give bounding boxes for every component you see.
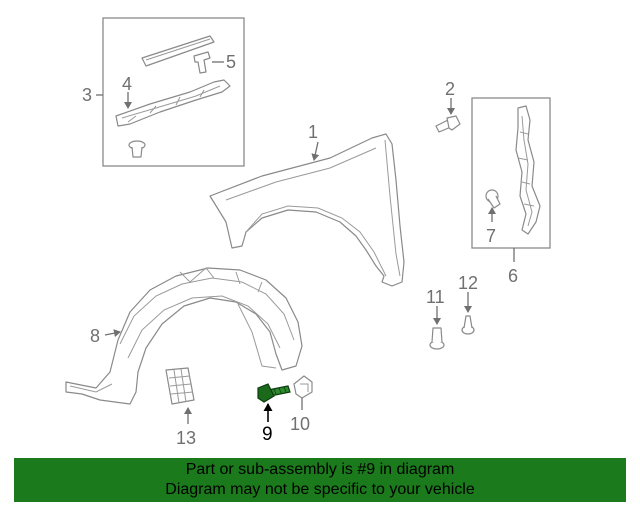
callout-3: 3 — [82, 85, 92, 105]
callout-9[interactable]: 9 — [262, 424, 273, 445]
callout-6: 6 — [508, 266, 518, 286]
callout-7: 7 — [486, 226, 496, 246]
part-4-seal — [115, 79, 231, 127]
callout-4: 4 — [122, 74, 132, 94]
clip-push-rivet — [128, 140, 146, 158]
part-2-bolt — [435, 98, 461, 133]
callout-10: 10 — [290, 414, 310, 434]
parts-diagram: 1 2 3 4 5 6 7 8 9 10 11 12 13 — [65, 17, 551, 448]
part-8-liner — [65, 267, 303, 405]
callout-11: 11 — [426, 287, 445, 307]
part-1-fender — [209, 133, 405, 287]
callout-12: 12 — [458, 273, 478, 293]
callout-5: 5 — [226, 52, 236, 72]
part-9-bolt[interactable] — [257, 383, 291, 422]
banner-line-1: Part or sub-assembly is #9 in diagram — [185, 461, 455, 478]
callout-13: 13 — [176, 428, 196, 448]
part-7-clip — [485, 189, 501, 222]
part-5-clip — [193, 51, 224, 74]
group-6-box — [471, 97, 551, 262]
callout-1: 1 — [308, 122, 318, 142]
part-11-clip — [429, 306, 445, 350]
part-12-clip — [461, 292, 475, 335]
part-10-nut — [293, 375, 313, 410]
banner-line-2: Diagram may not be specific to your vehi… — [165, 481, 475, 498]
part-5-strip — [141, 35, 215, 67]
callout-2: 2 — [445, 79, 455, 99]
group-3-box — [96, 17, 245, 167]
part-6-bracket — [515, 105, 541, 235]
info-banner: Part or sub-assembly is #9 in diagram Di… — [14, 458, 626, 502]
callout-8: 8 — [90, 326, 100, 346]
part-13-grille — [165, 367, 195, 424]
